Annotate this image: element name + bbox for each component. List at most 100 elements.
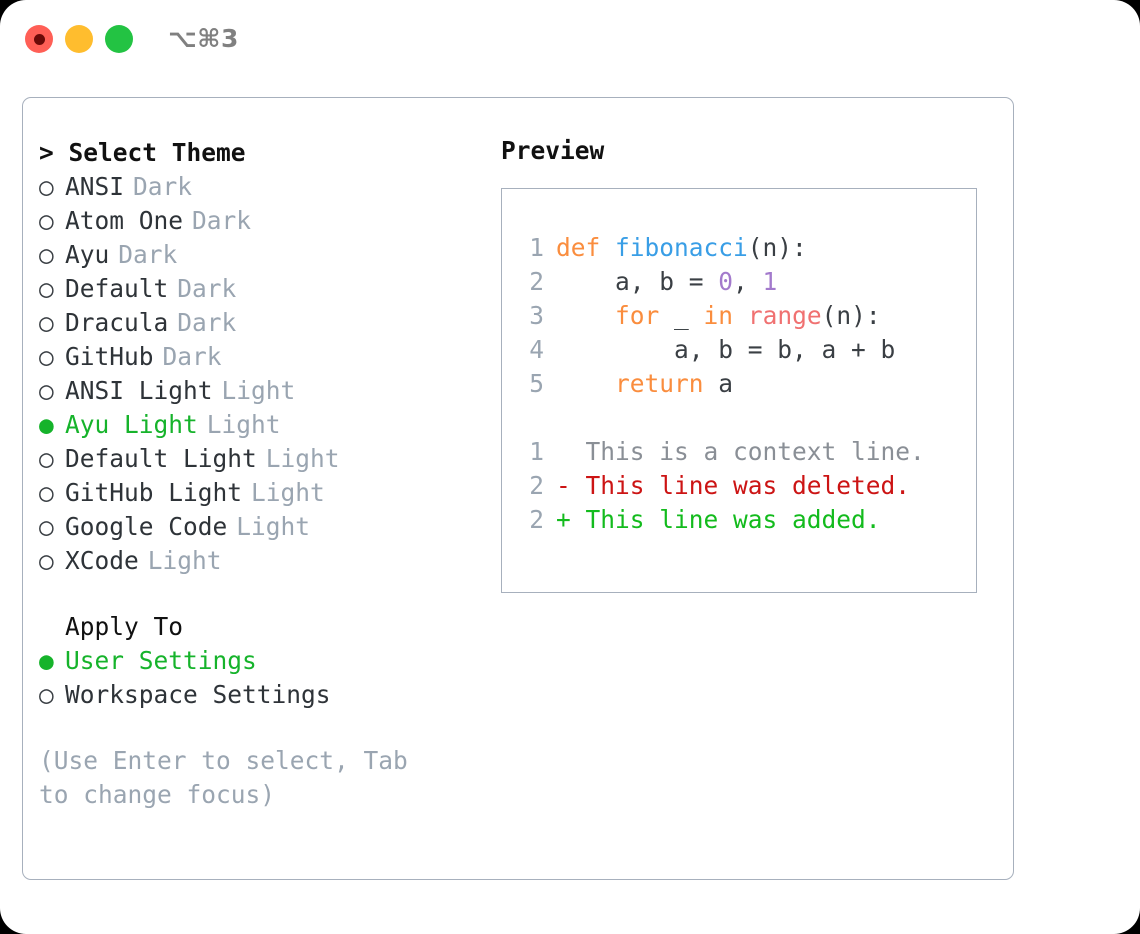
apply-to-item[interactable]: ● User Settings [39,644,479,678]
radio-unselected-icon: ○ [39,512,54,541]
radio-unselected-icon: ○ [39,172,54,201]
theme-variant-label: Light [221,376,296,405]
theme-list-item[interactable]: ○ ANSI Dark [39,170,479,204]
theme-variant-label: Light [147,546,222,575]
keyboard-shortcut-label: ⌥⌘3 [168,24,239,53]
diff-sign [556,435,571,469]
theme-name-label: Dracula [65,308,169,337]
theme-name-label: Ayu Light [65,410,198,439]
apply-to-label: User Settings [65,646,257,675]
apply-to-title: Apply To [65,612,184,641]
code-token-plain [556,301,615,330]
theme-list-item[interactable]: ○ GitHub Dark [39,340,479,374]
maximize-button-icon[interactable] [105,25,133,53]
apply-to-item[interactable]: ○ Workspace Settings [39,678,479,712]
diff-line: 2- This line was deleted. [516,469,976,503]
code-line-text: a, b = b, a + b [556,333,895,367]
theme-name-label: ANSI [65,172,125,201]
recording-indicator-icon [33,33,45,45]
code-token-punct: (n): [747,233,807,262]
radio-unselected-icon: ○ [39,376,54,405]
code-line: 4 a, b = b, a + b [516,333,976,367]
code-token-punct: (n): [821,301,881,330]
theme-name-label: Default Light [65,444,257,473]
code-token-plain: , [733,267,763,296]
apply-to-section: Apply To ● User Settings ○ Workspace Settin… [39,610,479,712]
radio-unselected-icon: ○ [39,478,54,507]
code-line: 1 def fibonacci(n): [516,231,976,265]
line-number: 2 [529,471,544,500]
theme-variant-label: Light [206,410,281,439]
diff-line: 2+ This line was added. [516,503,976,537]
code-token-plain: _ [659,301,704,330]
code-token-fn: fibonacci [615,233,748,262]
theme-name-label: ANSI Light [65,376,213,405]
theme-name-label: Ayu [65,240,110,269]
radio-unselected-icon: ○ [39,274,54,303]
theme-name-label: Google Code [65,512,228,541]
radio-unselected-icon: ○ [39,206,54,235]
code-token-plain: a, b = b, a + b [556,335,896,364]
code-token-plain [733,301,748,330]
theme-list-item[interactable]: ○ ANSI Light Light [39,374,479,408]
apply-to-label: Workspace Settings [65,680,331,709]
line-number: 5 [529,369,544,398]
title-bar: ⌥⌘3 [0,0,1140,78]
theme-name-label: XCode [65,546,139,575]
theme-name-label: GitHub [65,342,154,371]
theme-name-label: Atom One [65,206,184,235]
code-line-text: return a [556,367,733,401]
code-token-plain [556,369,615,398]
code-token-plain: a, b = [556,267,719,296]
code-line-text: a, b = 0, 1 [556,265,777,299]
code-line: 3 for _ in range(n): [516,299,976,333]
radio-selected-icon: ● [39,410,54,439]
code-token-builtin: range [747,301,822,330]
theme-variant-label: Dark [192,206,252,235]
theme-name-label: Default [65,274,169,303]
radio-selected-icon: ● [39,646,54,675]
code-token-kw: return [615,369,704,398]
code-line-text: def fibonacci(n): [556,231,807,265]
radio-unselected-icon: ○ [39,342,54,371]
theme-list-item[interactable]: ○ Ayu Dark [39,238,479,272]
code-token-kw: def [556,233,616,262]
code-token-plain: a [703,369,734,398]
theme-variant-label: Dark [177,308,237,337]
theme-variant-label: Dark [118,240,178,269]
code-line: 2 a, b = 0, 1 [516,265,976,299]
close-button-icon[interactable] [25,25,53,53]
code-token-num: 0 [718,267,734,296]
theme-list-item[interactable]: ● Ayu Light Light [39,408,479,442]
line-number: 2 [529,267,544,296]
code-token-num: 1 [762,267,778,296]
line-number: 1 [529,233,544,262]
preview-title: Preview [501,136,605,165]
radio-unselected-icon: ○ [39,240,54,269]
radio-unselected-icon: ○ [39,546,54,575]
theme-variant-label: Dark [162,342,222,371]
theme-list-item[interactable]: ○ Atom One Dark [39,204,479,238]
select-theme-title: > Select Theme [39,138,246,167]
theme-list-item[interactable]: ○ XCode Light [39,544,479,578]
apply-to-list[interactable]: ● User Settings ○ Workspace Settings [39,644,479,712]
code-line: 5 return a [516,367,976,401]
line-number: 4 [529,335,544,364]
code-token-kw: for [615,301,660,330]
theme-variant-label: Dark [133,172,193,201]
theme-variant-label: Light [265,444,340,473]
minimize-button-icon[interactable] [65,25,93,53]
radio-unselected-icon: ○ [39,680,54,709]
theme-name-label: GitHub Light [65,478,243,507]
